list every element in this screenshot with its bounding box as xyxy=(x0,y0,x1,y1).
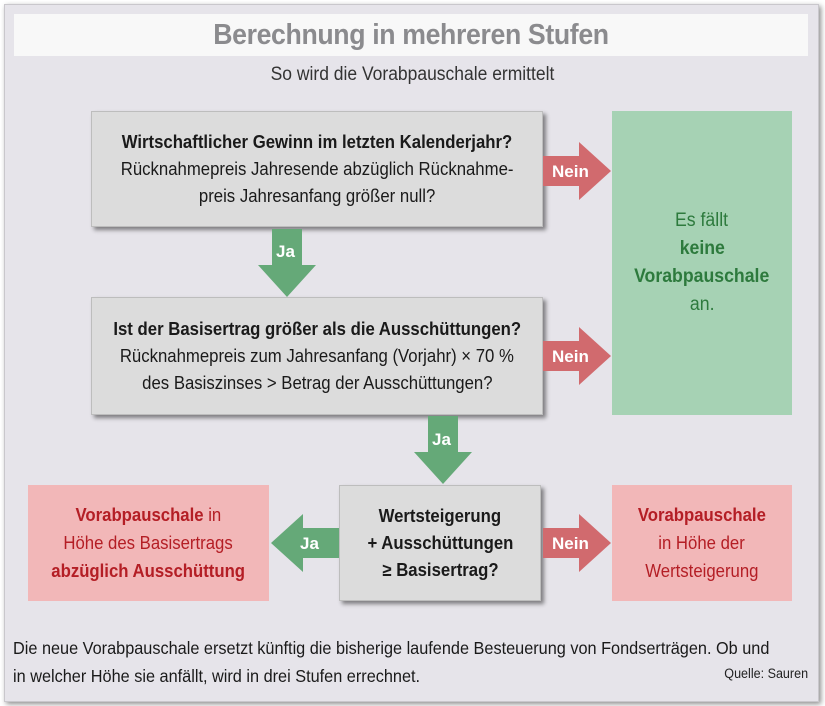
result-wertsteigerung-box: Vorabpauschale in Höhe der Wertsteigerun… xyxy=(612,485,792,601)
result-left-line: Höhe des Basisertrags xyxy=(63,533,234,553)
arrow-label-nein-2: Nein xyxy=(552,347,589,366)
source-credit: Quelle: Sauren xyxy=(724,666,808,681)
step1-heading: Wirtschaftlicher Gewinn im letzten Kalen… xyxy=(121,131,513,152)
step2-text-line: Rücknahmepreis zum Jahresanfang (Vorjahr… xyxy=(119,345,515,366)
result-basisertrag-box: Vorabpauschale in Höhe des Basisertrags … xyxy=(28,485,269,601)
step1-text-line: preis Jahresanfang größer null? xyxy=(198,185,436,206)
step1-question-box: Wirtschaftlicher Gewinn im letzten Kalen… xyxy=(91,111,543,227)
step3-text-line: + Ausschüttungen xyxy=(367,532,513,553)
result-none-line: Es fällt xyxy=(675,210,729,231)
result-right-line: Vorabpauschale xyxy=(637,505,767,525)
footer-line: in welcher Höhe sie anfällt, wird in dre… xyxy=(13,666,421,686)
step2-heading: Ist der Basisertrag größer als die Aussc… xyxy=(113,318,521,339)
step3-text-line: ≥ Basisertrag? xyxy=(381,559,499,580)
result-no-pauschale-box: Es fällt keine Vorabpauschale an. xyxy=(612,111,792,415)
result-left-line: abzüglich Ausschüttung xyxy=(51,561,246,581)
step2-question-box: Ist der Basisertrag größer als die Aussc… xyxy=(91,297,543,415)
arrow-label-nein-1: Nein xyxy=(552,162,589,181)
arrow-right-nein-3 xyxy=(543,514,611,572)
step2-text-line: des Basiszinses > Betrag der Ausschüttun… xyxy=(141,372,493,393)
footer-text: Die neue Vorabpauschale ersetzt künftig … xyxy=(13,634,813,690)
result-left-line: Vorabpauschale in xyxy=(75,505,222,525)
result-none-line: keine xyxy=(679,238,725,259)
subtitle: So wird die Vorabpauschale ermittelt xyxy=(270,64,555,85)
title-bar: Berechnung in mehreren Stufen xyxy=(14,14,808,56)
arrow-label-nein-3: Nein xyxy=(552,534,589,553)
result-right-line: Wertsteigerung xyxy=(645,561,759,581)
arrow-label-ja-3: Ja xyxy=(300,534,319,553)
footer-line: Die neue Vorabpauschale ersetzt künftig … xyxy=(13,638,770,658)
page-title: Berechnung in mehreren Stufen xyxy=(213,18,609,51)
step1-text-line: Rücknahmepreis Jahresende abzüglich Rück… xyxy=(120,158,514,179)
arrow-label-ja-1: Ja xyxy=(276,242,295,261)
arrow-down-ja-2 xyxy=(414,416,472,484)
result-none-line: an. xyxy=(689,294,715,315)
arrow-right-nein-2 xyxy=(543,327,611,385)
result-right-line: in Höhe der xyxy=(658,533,746,553)
arrow-right-nein-1 xyxy=(543,142,611,200)
result-none-line: Vorabpauschale xyxy=(634,266,770,287)
step3-text-line: Wertsteigerung xyxy=(378,505,502,526)
step3-question-box: Wertsteigerung + Ausschüttungen ≥ Basise… xyxy=(339,485,541,601)
arrow-left-ja xyxy=(271,514,339,572)
arrow-label-ja-2: Ja xyxy=(432,430,451,449)
arrow-down-ja-1 xyxy=(258,229,316,297)
